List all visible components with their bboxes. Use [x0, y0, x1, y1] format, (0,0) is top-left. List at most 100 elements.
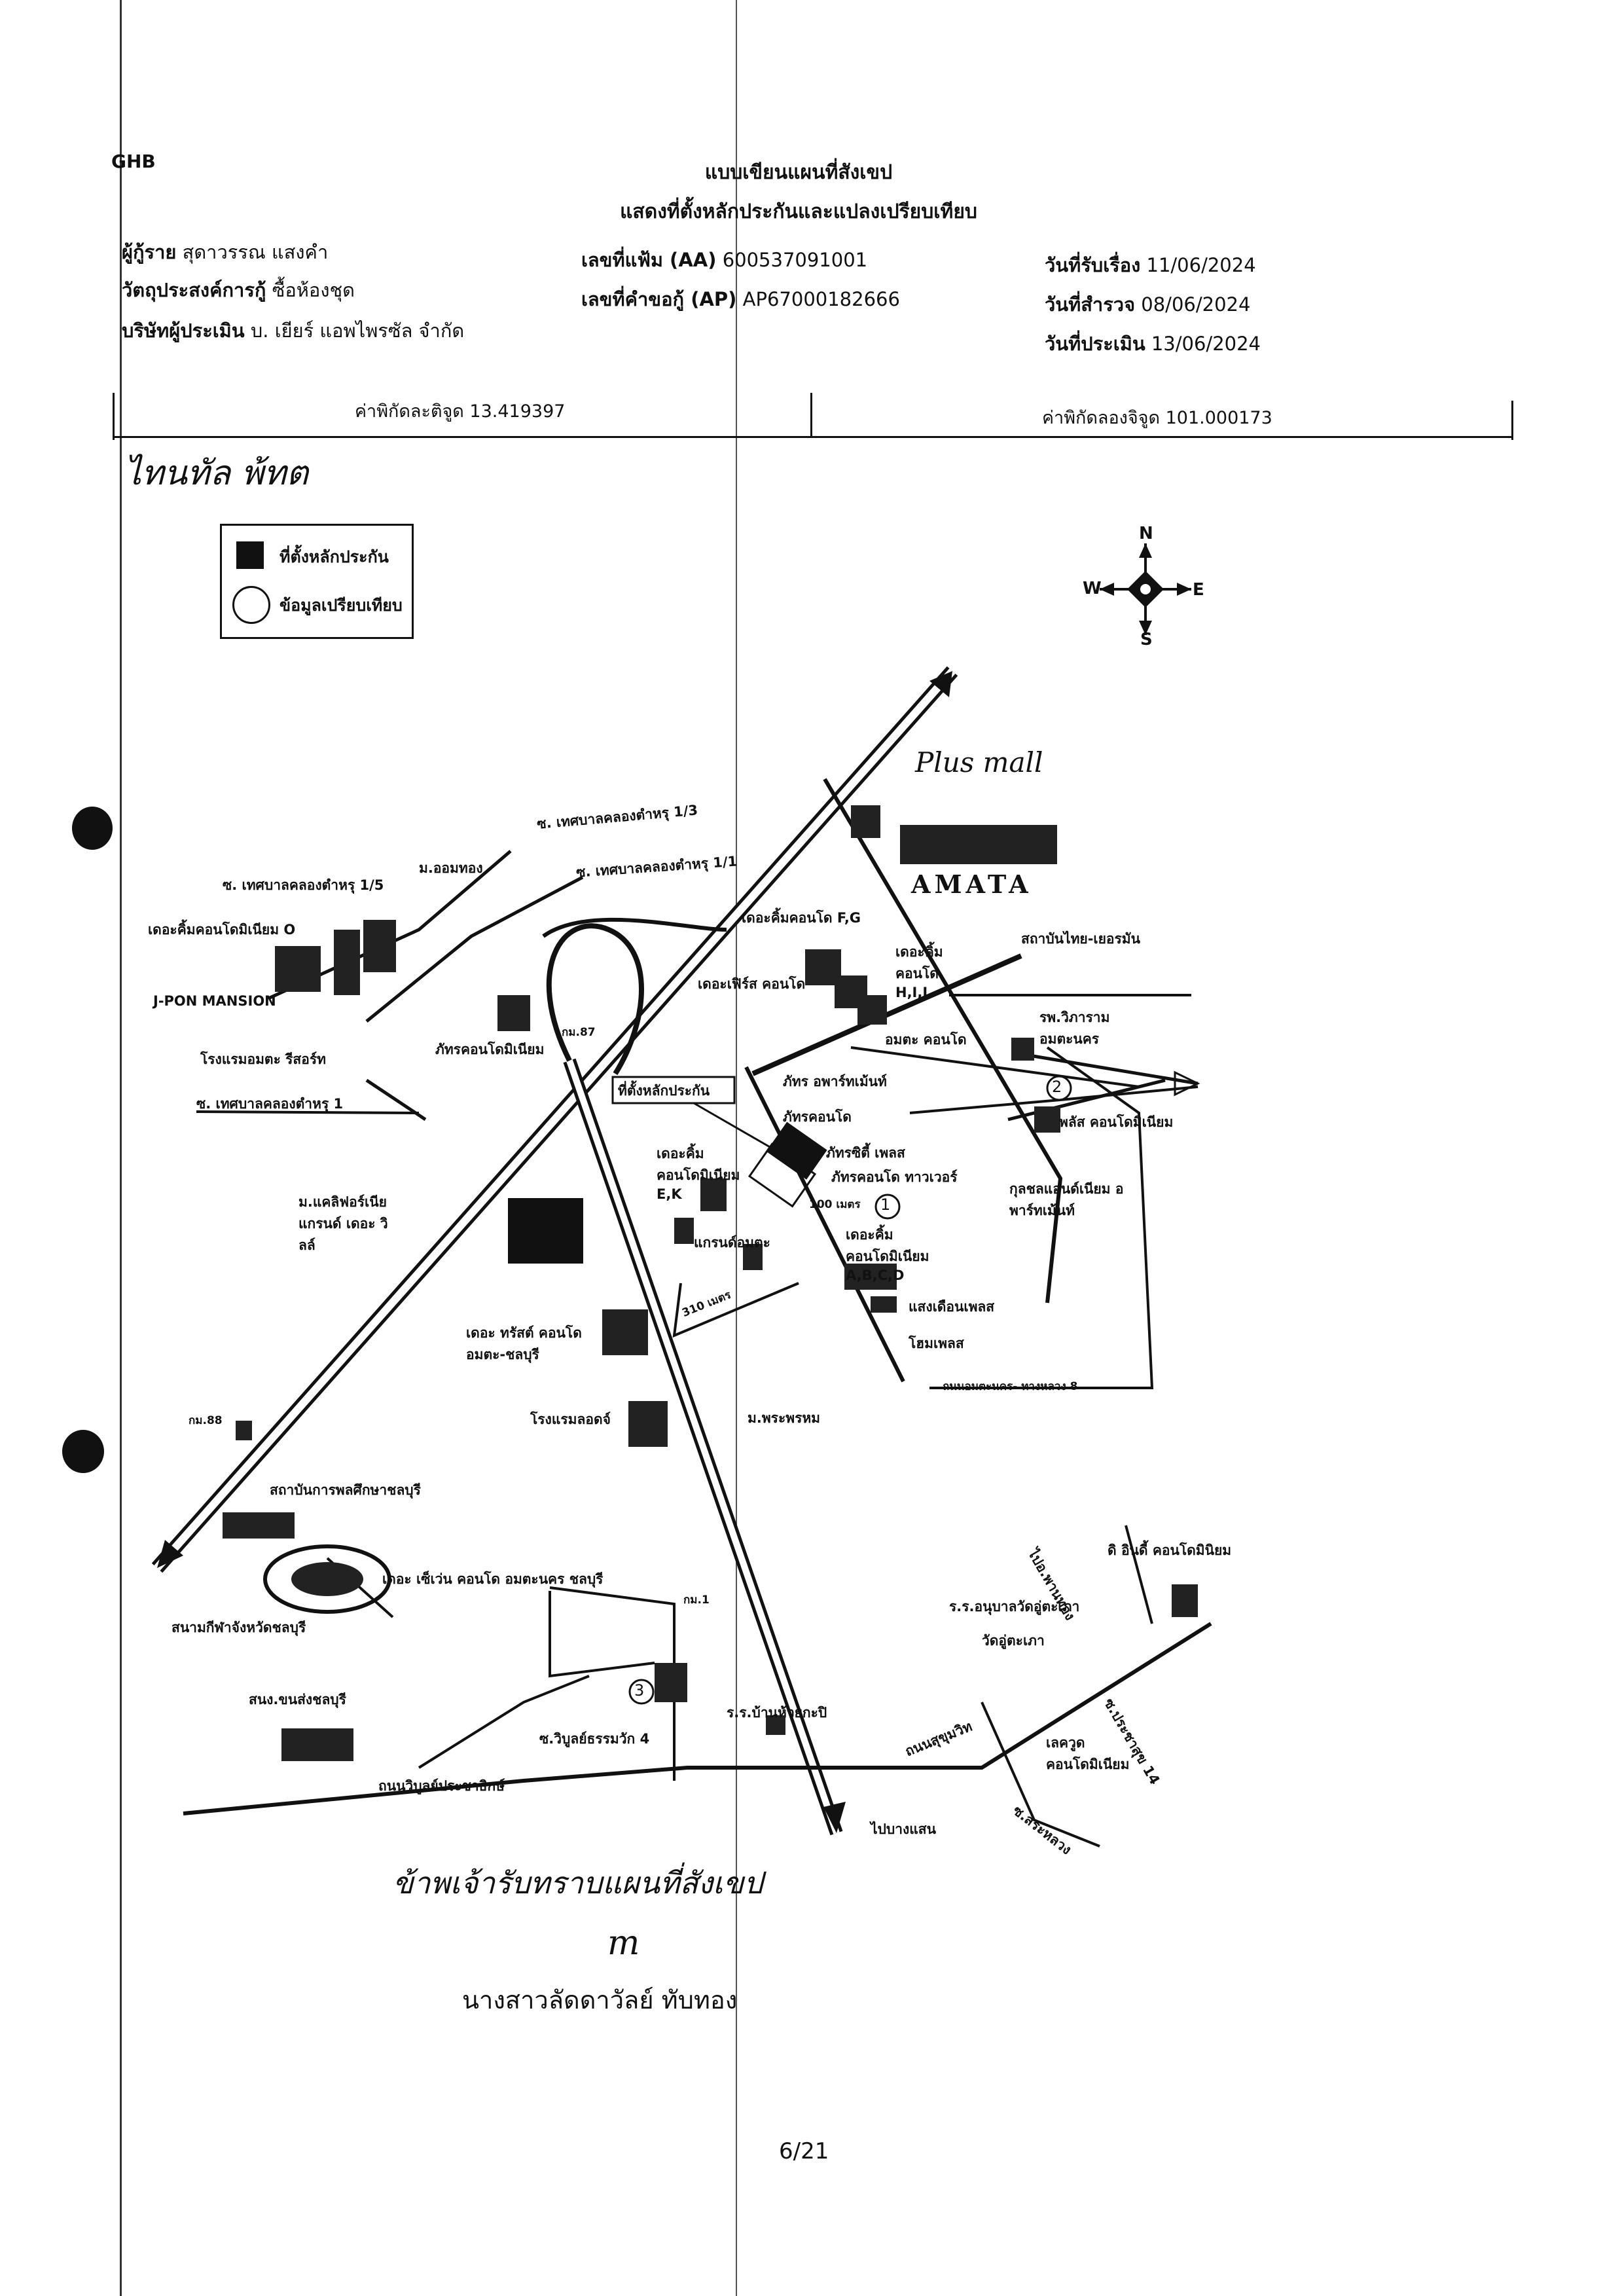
- label-km1: กม.1: [683, 1594, 710, 1607]
- label-pattra-tower: ภัทรคอนโด ทาวเวอร์: [831, 1169, 958, 1185]
- survey-value: 08/06/2024: [1141, 293, 1251, 316]
- signatory-name: นางสาวลัดดาวัลย์ ทับทอง: [462, 1986, 738, 2014]
- received-row: วันที่รับเรื่อง 11/06/2024: [1045, 250, 1256, 280]
- received-value: 11/06/2024: [1146, 254, 1256, 276]
- label-saeng-place: แสงเดือนเพลส: [909, 1299, 995, 1315]
- appraise-row: วันที่ประเมิน 13/06/2024: [1045, 329, 1261, 359]
- appraise-label: วันที่ประเมิน: [1045, 333, 1145, 355]
- comparison-marker-2: 2: [1052, 1078, 1062, 1096]
- label-to-bangsaen: ไปบางแสน: [871, 1821, 936, 1837]
- borrower-value: สุดาวรรณ แสงคำ: [182, 241, 329, 263]
- label-wat: วัดอู่ตะเภา: [982, 1633, 1045, 1649]
- label-road-amata-8: ถนนอมตะนคร- ทางหลวง 8: [943, 1380, 1078, 1393]
- compass-rose-icon: [1100, 543, 1191, 635]
- label-pattra-condo2: ภัทรคอนโด: [783, 1109, 852, 1125]
- handwritten-acknowledgement: ข้าพเจ้ารับทราบแผนที่สังเขป: [393, 1865, 763, 1901]
- label-m-california: ม.แคลิฟอร์เนีย แกรนด์ เดอะ วิลล์: [298, 1194, 388, 1253]
- compass-s: S: [1140, 630, 1153, 649]
- borrower-label: ผู้กู้ราย: [122, 241, 177, 263]
- label-m-praphrom: ม.พระพรหม: [748, 1410, 821, 1426]
- latitude-text: ค่าพิกัดละติจูด 13.419397: [355, 401, 566, 422]
- signature-initial: m: [607, 1923, 640, 1963]
- label-school2: ร.ร.บ้านห้วยกะปิ: [727, 1705, 827, 1721]
- longitude-text: ค่าพิกัดลองจิจูด 101.000173: [1042, 408, 1272, 428]
- interchange-loop: [546, 923, 644, 1076]
- legend: ที่ตั้งหลักประกัน ข้อมูลเปรียบเทียบ: [220, 524, 414, 639]
- comparison-marker-1: 1: [880, 1195, 891, 1214]
- label-hotel-amata: โรงแรมอมตะ รีสอร์ท: [200, 1051, 326, 1067]
- purpose-row: วัตถุประสงค์การกู้ ซื้อห้องชุด: [122, 275, 355, 305]
- label-seven-condo: เดอะ เซ็เว่น คอนโด อมตะนคร ชลบุรี: [382, 1571, 604, 1587]
- appraiser-row: บริษัทผู้ประเมิน บ. เยียร์ แอพไพรซัล จำก…: [122, 316, 464, 346]
- label-first-condo: เดอะเฟิร์ส คอนโด: [698, 976, 806, 992]
- borrower-row: ผู้กู้ราย สุดาวรรณ แสงคำ: [122, 237, 328, 267]
- label-soi-1: ซ. เทศบาลคลองตำหรุ 1: [196, 1096, 344, 1112]
- label-hotel-lord: โรงแรมลอดจ์: [530, 1412, 611, 1427]
- label-home-place: โฮมเพลส: [909, 1336, 964, 1351]
- label-soi-1-5: ซ. เทศบาลคลองตำหรุ 1/5: [223, 877, 384, 893]
- appraiser-label: บริษัทผู้ประเมิน: [122, 319, 245, 342]
- legend-comparison-label: ข้อมูลเปรียบเทียบ: [279, 596, 403, 615]
- label-collateral-callout: ที่ตั้งหลักประกัน: [618, 1083, 710, 1099]
- punch-hole-top: [72, 807, 113, 850]
- label-jpon: J-PON MANSION: [153, 993, 276, 1009]
- label-m-omthong: ม.ออมทอง: [419, 860, 483, 876]
- label-lakewood: เลควูด คอนโดมิเนียม: [1046, 1735, 1130, 1772]
- compass-n: N: [1139, 524, 1153, 543]
- request-no-row: เลขที่คำขอกู้ (AP) AP67000182666: [581, 284, 900, 314]
- collateral-square-icon: [236, 541, 264, 569]
- label-kith-ek: เดอะคิ้ม คอนโดมิเนียม E,K: [657, 1146, 740, 1202]
- label-soi-vibul: ซ.วิบูลย์ธรรมวัก 4: [539, 1731, 650, 1747]
- label-pattra-condo: ภัทรคอนโดมิเนียม: [435, 1042, 545, 1057]
- label-thai-german: สถาบันไทย-เยอรมัน: [1021, 931, 1141, 947]
- punch-hole-bottom: [62, 1430, 104, 1473]
- survey-row: วันที่สำรวจ 08/06/2024: [1045, 289, 1250, 319]
- compass-w: W: [1083, 579, 1102, 598]
- received-label: วันที่รับเรื่อง: [1045, 254, 1141, 276]
- comparison-marker-3: 3: [634, 1681, 645, 1700]
- survey-label: วันที่สำรวจ: [1045, 293, 1136, 316]
- label-inn-condo: ดิ อินดี้ คอนโดมินิยม: [1108, 1542, 1232, 1558]
- request-no-label: เลขที่คำขอกู้ (AP): [581, 288, 737, 310]
- label-sports-office: สถาบันการพลศึกษาชลบุรี: [270, 1482, 421, 1498]
- title-line-1: แบบเขียนแผนที่สังเขป: [704, 161, 893, 184]
- label-pattra-city: ภัทรซิตี้ เพลส: [826, 1145, 905, 1161]
- center-fold-line: [736, 0, 737, 2296]
- label-pattra-apartment: ภัทร อพาร์ทเม้นท์: [783, 1074, 887, 1089]
- label-school: ร.ร.อนุบาลวัดอู่ตะเภา: [949, 1599, 1080, 1614]
- label-dist-100: 100 เมตร: [809, 1198, 861, 1211]
- page-number: 6/21: [779, 2138, 829, 2164]
- label-kith-o: เดอะคิ้มคอนโดมิเนียม O: [148, 922, 296, 938]
- comparison-circle-icon: [232, 586, 270, 624]
- label-km88: กม.88: [189, 1414, 223, 1427]
- purpose-label: วัตถุประสงค์การกู้: [122, 279, 266, 301]
- request-no-value: AP67000182666: [742, 288, 900, 310]
- label-stadium: สนามกีฬาจังหวัดชลบุรี: [171, 1620, 306, 1635]
- handwritten-note-top: ไทนทัล พ้ทต: [124, 454, 308, 493]
- label-trust-condo: เดอะ ทรัสต์ คอนโด อมตะ-ชลบุรี: [466, 1325, 582, 1362]
- logo-text: GHB: [111, 151, 156, 172]
- label-km87: กม.87: [562, 1026, 596, 1039]
- label-grand-amata: แกรนด์อมตะ: [694, 1235, 770, 1250]
- label-road-vibul: ถนนวิบูลย์ประชาธิกษ์: [378, 1778, 505, 1794]
- compass-e: E: [1193, 580, 1204, 600]
- purpose-value: ซื้อห้องชุด: [272, 279, 355, 301]
- appraise-value: 13/06/2024: [1151, 333, 1261, 355]
- label-hospital: รพ.วิภาราม อมตะนคร: [1039, 1010, 1110, 1047]
- file-no-row: เลขที่แฟ้ม (AA) 600537091001: [581, 245, 867, 275]
- file-no-label: เลขที่แฟ้ม (AA): [581, 249, 717, 271]
- label-amata-condo: อมตะ คอนโด: [885, 1032, 967, 1048]
- amata-logo: AMATA: [911, 869, 1032, 899]
- coord-bar: ค่าพิกัดละติจูด 13.419397 ค่าพิกัดลองจิจ…: [113, 393, 1513, 440]
- label-kulchon: กุลชลแอนด์เนียม อพาร์ทเม้นท์: [1009, 1181, 1124, 1218]
- label-kith-fg: เดอะคิ้มคอนโด F,G: [742, 910, 861, 926]
- title-line-2: แสดงที่ตั้งหลักประกันและแปลงเปรียบเทียบ: [620, 200, 977, 223]
- file-no-value: 600537091001: [722, 249, 868, 271]
- label-plus-condo: พลัส คอนโดมิเนียม: [1059, 1114, 1174, 1130]
- label-kith-hij: เดอะคิ้ม คอนโด H,I,J: [895, 944, 943, 1000]
- appraiser-value: บ. เยียร์ แอพไพรซัล จำกัด: [250, 319, 465, 342]
- label-transport-office: สนง.ขนส่งชลบุรี: [249, 1692, 346, 1707]
- legend-collateral-label: ที่ตั้งหลักประกัน: [279, 547, 389, 566]
- plus-mall-logo: Plus mall: [915, 746, 1043, 778]
